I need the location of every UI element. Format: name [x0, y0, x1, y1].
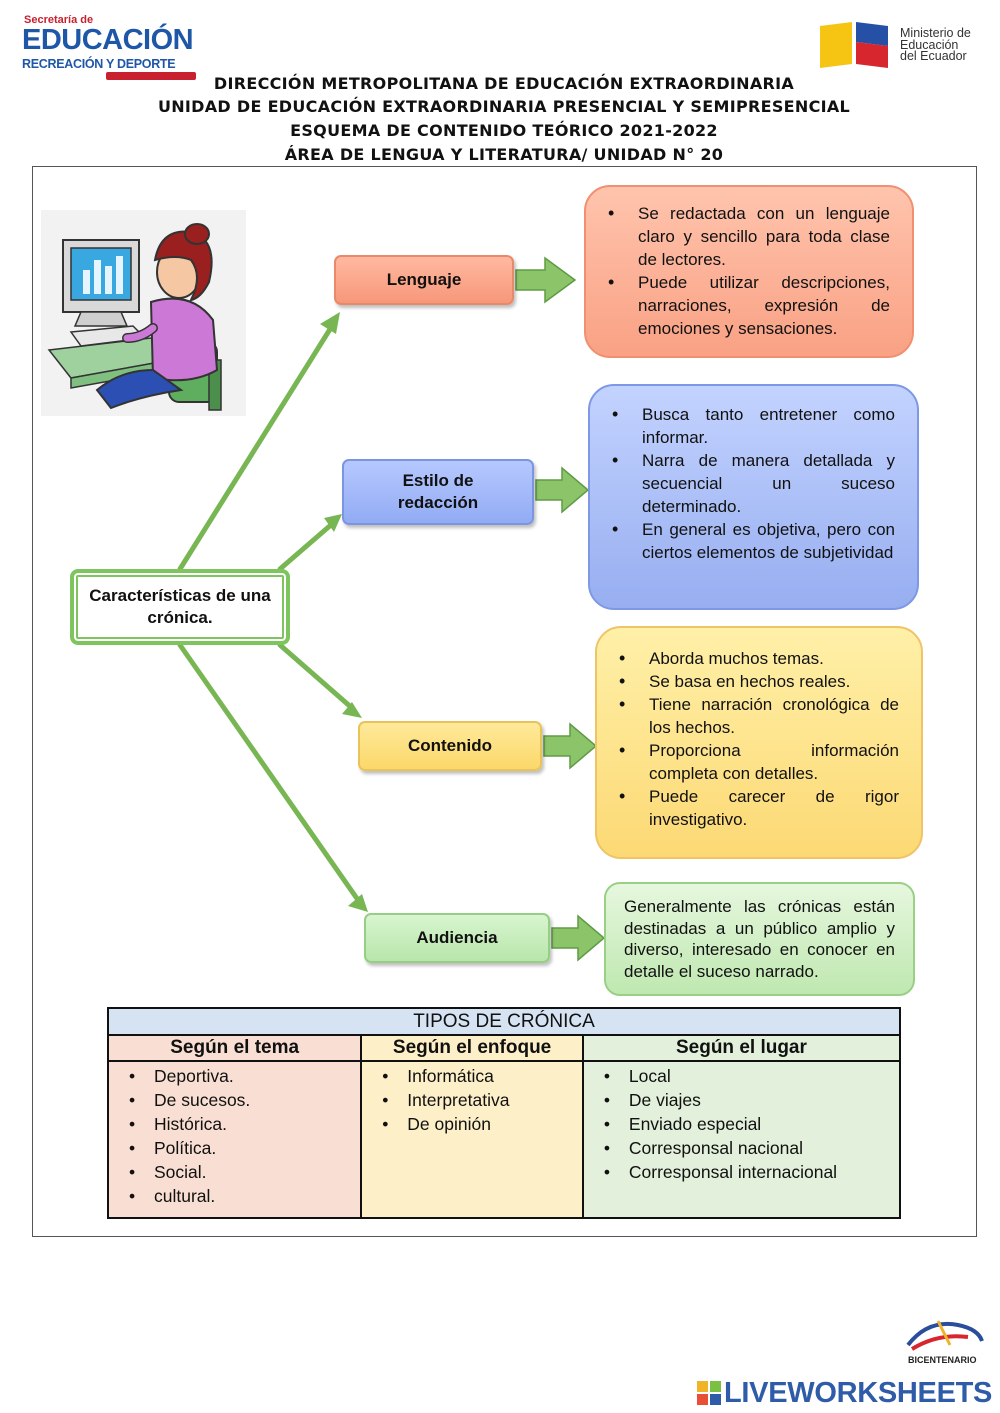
lenguaje-details: Se redactada con un lenguaje claro y sen… — [584, 185, 914, 358]
liveworksheets-wordmark: LIVEWORKSHEETS — [724, 1376, 993, 1409]
header-title-3: ESQUEMA DE CONTENIDO TEÓRICO 2021-2022 — [290, 121, 718, 140]
bicentenario-emblem-icon — [906, 1320, 984, 1351]
list-item: De sucesos. — [109, 1088, 360, 1112]
bicentenario-label: BICENTENARIO — [908, 1355, 977, 1365]
list-item: Deportiva. — [109, 1064, 360, 1088]
list-item: Enviado especial — [584, 1112, 899, 1136]
estilo-details: Busca tanto entretener como informar. Na… — [588, 384, 919, 610]
main-concept-node: Características de una crónica. — [70, 569, 290, 645]
logo-right-line2: Educación — [900, 37, 959, 52]
logo-right-line1: Ministerio de — [900, 26, 971, 40]
book-flag-icon — [820, 22, 888, 68]
audiencia-details: Generalmente las crónicas están destinad… — [604, 882, 915, 996]
table-title: TIPOS DE CRÓNICA — [107, 1007, 901, 1036]
list-item: Narra de manera detallada y secuencial u… — [612, 449, 895, 518]
list-item: Informática — [362, 1064, 582, 1088]
list-item: Política. — [109, 1136, 360, 1160]
list-item: Local — [584, 1064, 899, 1088]
list-item: Proporciona información completa con det… — [619, 739, 899, 785]
header-title-1: DIRECCIÓN METROPOLITANA DE EDUCACIÓN EXT… — [213, 74, 795, 93]
list-item: Corresponsal internacional — [584, 1160, 899, 1184]
enfoque-cell: Informática Interpretativa De opinión — [360, 1060, 584, 1219]
list-item: De opinión — [362, 1112, 582, 1136]
list-item: Corresponsal nacional — [584, 1136, 899, 1160]
liveworksheets-brand: LIVEWORKSHEETS — [697, 1376, 992, 1410]
list-item: Puede carecer de rigor investigativo. — [619, 785, 899, 831]
audiencia-node: Audiencia — [364, 913, 550, 963]
ministerio-educacion-logo: Ministerio de Educación del Ecuador — [818, 20, 988, 72]
list-item: Tiene narración cronológica de los hecho… — [619, 693, 899, 739]
logo-right-line3: del Ecuador — [900, 49, 967, 63]
column-header-lugar: Según el lugar — [581, 1034, 902, 1062]
list-item: Histórica. — [109, 1112, 360, 1136]
tema-cell: Deportiva. De sucesos. Histórica. Políti… — [106, 1060, 363, 1219]
list-item: Social. — [109, 1160, 360, 1184]
contenido-details: Aborda muchos temas. Se basa en hechos r… — [595, 626, 923, 859]
estilo-redaccion-node: Estilo de redacción — [342, 459, 534, 525]
header-title-4: ÁREA DE LENGUA Y LITERATURA/ UNIDAD N° 2… — [284, 145, 724, 164]
contenido-node: Contenido — [358, 721, 542, 771]
column-header-tema: Según el tema — [106, 1034, 363, 1062]
list-item: De viajes — [584, 1088, 899, 1112]
liveworksheets-grid-icon — [697, 1381, 721, 1405]
estilo-redaccion-label: Estilo de redacción — [397, 471, 479, 512]
tipos-cronica-table: TIPOS DE CRÓNICA Según el tema Según el … — [106, 1007, 902, 1219]
list-item: Busca tanto entretener como informar. — [612, 403, 895, 449]
list-item: Se redactada con un lenguaje claro y sen… — [608, 202, 890, 271]
column-header-enfoque: Según el enfoque — [360, 1034, 584, 1062]
logo-left-stripe — [106, 72, 196, 80]
header-title-2: UNIDAD DE EDUCACIÓN EXTRAORDINARIA PRESE… — [157, 97, 851, 116]
logo-left-line1: Secretaría de — [24, 14, 94, 26]
list-item: Interpretativa — [362, 1088, 582, 1112]
bicentenario-logo: BICENTENARIO — [898, 1315, 988, 1371]
list-item: Puede utilizar descripciones, narracione… — [608, 271, 890, 340]
lugar-cell: Local De viajes Enviado especial Corresp… — [581, 1060, 902, 1219]
secretaria-educacion-logo: Secretaría de EDUCACIÓN RECREACIÓN Y DEP… — [22, 14, 207, 80]
list-item: Se basa en hechos reales. — [619, 670, 899, 693]
list-item: cultural. — [109, 1184, 360, 1208]
list-item: Aborda muchos temas. — [619, 647, 899, 670]
logo-left-line3: RECREACIÓN Y DEPORTE — [22, 57, 176, 71]
lenguaje-node: Lenguaje — [334, 255, 514, 305]
list-item: En general es objetiva, pero con ciertos… — [612, 518, 895, 564]
person-computer-illustration — [41, 210, 246, 416]
logo-left-line2: EDUCACIÓN — [22, 24, 194, 56]
content-frame — [32, 166, 977, 1237]
